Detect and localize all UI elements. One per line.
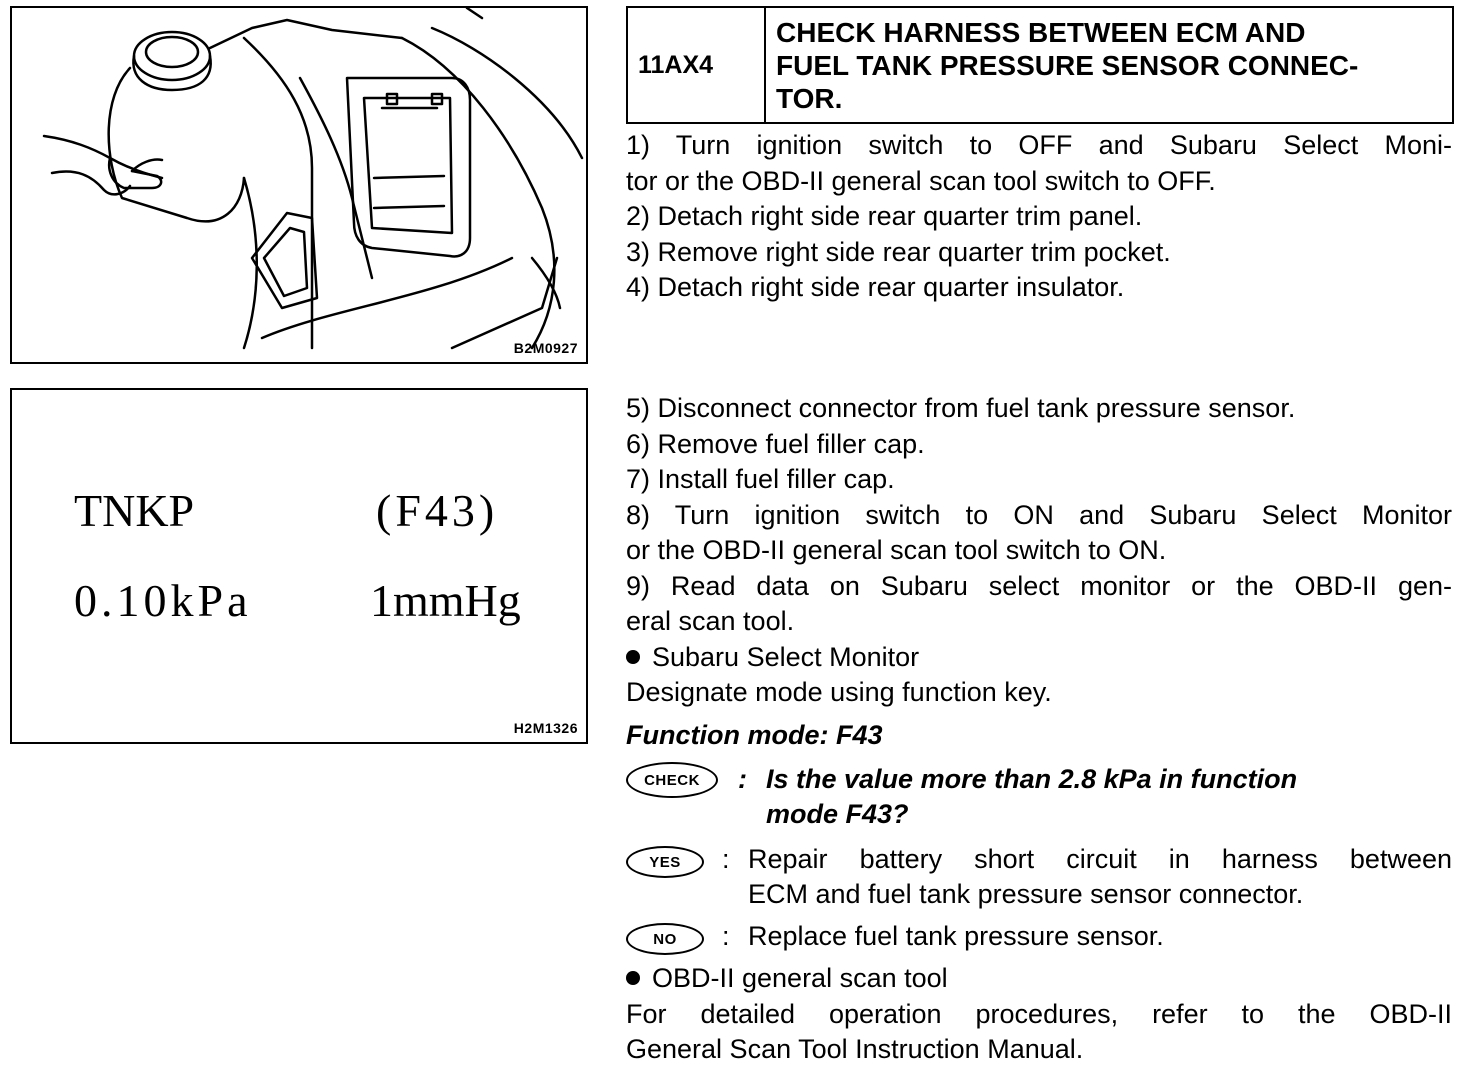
figure-rear-quarter-illustration: B2M0927	[10, 6, 588, 364]
check-question: CHECK : Is the value more than 2.8 kPa i…	[626, 760, 1452, 832]
yes-colon: :	[722, 844, 730, 874]
step-title: CHECK HARNESS BETWEEN ECM AND FUEL TANK …	[766, 8, 1452, 122]
instructions-part-2: 5) Disconnect connector from fuel tank p…	[626, 391, 1452, 711]
check-colon: :	[738, 764, 747, 794]
bullet-icon	[626, 649, 640, 664]
instruction-line: 6) Remove fuel filler cap.	[626, 428, 925, 459]
step-id: 11AX4	[628, 8, 766, 122]
instruction-line: 8) Turn ignition switch to ON and Subaru…	[626, 499, 1452, 530]
yes-text-line: Repair battery short circuit in harness …	[748, 844, 1452, 874]
instruction-line: eral scan tool.	[626, 606, 795, 636]
check-text-line: mode F43?	[766, 799, 909, 829]
step-title-line: CHECK HARNESS BETWEEN ECM AND	[776, 17, 1306, 48]
bullet-text: Subaru Select Monitor	[652, 641, 920, 672]
instruction-line: 3) Remove right side rear quarter trim p…	[626, 236, 1171, 267]
no-mark-icon: NO	[626, 923, 704, 955]
no-text-line: Replace fuel tank pressure sensor.	[748, 921, 1164, 951]
figure-code-label: H2M1326	[513, 720, 578, 736]
step-title-line: TOR.	[776, 83, 843, 114]
rear-quarter-drawing	[42, 8, 584, 350]
detail-line: For detailed operation procedures, refer…	[626, 998, 1452, 1029]
lcd-parameter-name: TNKP	[74, 485, 195, 536]
no-answer: NO : Replace fuel tank pressure sensor.	[626, 919, 1452, 959]
instruction-line: 5) Disconnect connector from fuel tank p…	[626, 393, 1296, 423]
instruction-line: 2) Detach right side rear quarter trim p…	[626, 201, 1143, 231]
instructions-part-1: 1) Turn ignition switch to OFF and Subar…	[626, 128, 1452, 306]
bullet-text: OBD-II general scan tool	[652, 963, 948, 993]
yes-text-line: ECM and fuel tank pressure sensor connec…	[748, 879, 1304, 909]
check-text: Is the value more than 2.8 kPa in functi…	[766, 762, 1297, 832]
instruction-line: tor or the OBD-II general scan tool swit…	[626, 165, 1216, 196]
step-title-line: FUEL TANK PRESSURE SENSOR CONNEC-	[776, 50, 1359, 81]
instruction-line: 4) Detach right side rear quarter insula…	[626, 272, 1125, 302]
check-text-line: Is the value more than 2.8 kPa in functi…	[766, 764, 1298, 794]
check-mark-icon: CHECK	[626, 762, 718, 798]
figure-select-monitor-display: TNKP (F43) 0.10kPa 1mmHg H2M1326	[10, 388, 588, 744]
lcd-value-kpa: 0.10kPa	[74, 575, 252, 626]
function-mode-label: Function mode: F43	[626, 720, 883, 750]
lcd-value-mmhg: 1mmHg	[370, 575, 521, 626]
no-text: Replace fuel tank pressure sensor.	[748, 919, 1164, 954]
yes-answer: YES : Repair battery short circuit in ha…	[626, 840, 1452, 912]
obd-section: OBD-II general scan tool For detailed op…	[626, 961, 1452, 1068]
no-colon: :	[722, 921, 730, 951]
yes-text: Repair battery short circuit in harness …	[748, 842, 1452, 912]
bullet-icon	[626, 971, 640, 985]
instruction-line: 7) Install fuel filler cap.	[626, 464, 895, 494]
bullet-item-obd: OBD-II general scan tool	[626, 961, 1452, 997]
lcd-function-code: (F43)	[376, 485, 499, 536]
figure-code-label: B2M0927	[513, 340, 578, 356]
instruction-line: or the OBD-II general scan tool switch t…	[626, 535, 1167, 565]
step-header: 11AX4 CHECK HARNESS BETWEEN ECM AND FUEL…	[626, 6, 1454, 124]
designate-text: Designate mode using function key.	[626, 677, 1052, 707]
instruction-line: 1) Turn ignition switch to OFF and Subar…	[626, 130, 1452, 160]
bullet-item-ssm: Subaru Select Monitor	[626, 640, 1452, 676]
yes-mark-icon: YES	[626, 846, 704, 878]
detail-line: General Scan Tool Instruction Manual.	[626, 1034, 1084, 1064]
instruction-line: 9) Read data on Subaru select monitor or…	[626, 570, 1452, 601]
